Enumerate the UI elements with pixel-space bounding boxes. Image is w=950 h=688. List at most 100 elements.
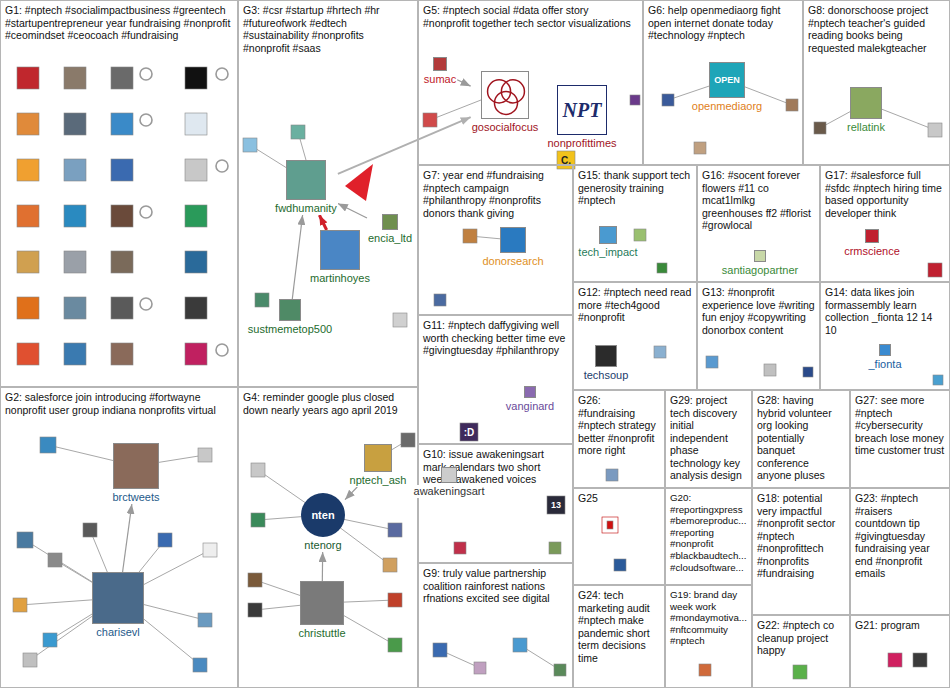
vertex-image <box>64 251 86 273</box>
vertex-image <box>454 542 466 554</box>
vertex-image <box>547 496 565 514</box>
vertex-image <box>793 665 807 679</box>
vertex-node: nptech_ash <box>349 444 408 487</box>
group-panel: G13: #nonprofit experience love #writing… <box>697 282 820 390</box>
group-heading: G19: brand day week work #mondaymotiva..… <box>670 589 747 647</box>
vertex-label: vanginard <box>505 400 555 413</box>
vertex-node: nonprofittimes <box>546 85 617 150</box>
vertex-image <box>634 229 646 241</box>
vertex-image <box>286 160 326 200</box>
group-panel: G22: #nptech co cleanup project happy <box>752 615 850 688</box>
self-loop <box>216 68 228 80</box>
vertex-image <box>64 67 86 89</box>
vertex-image <box>706 356 718 368</box>
vertex-image <box>850 87 882 119</box>
vertex-node: christuttle <box>297 581 346 640</box>
vertex-label: awakeningsart <box>413 485 486 498</box>
vertex-image <box>251 463 265 477</box>
vertex-image <box>17 159 39 181</box>
vertex-image <box>630 95 640 105</box>
vertex-image <box>185 297 207 319</box>
group-panel: G5: #nptech social #data offer story #no… <box>418 0 643 165</box>
vertex-image <box>185 113 207 135</box>
vertex-image <box>248 603 262 617</box>
vertex-node: vanginard <box>505 386 555 413</box>
vertex-image <box>865 229 879 243</box>
vertex-image <box>928 123 942 137</box>
vertex-node: techsoup <box>583 345 630 382</box>
vertex-image <box>48 553 62 567</box>
vertex-label: openmediaorg <box>691 100 763 113</box>
group-panel: G14: data likes join formassembly learn … <box>820 282 950 390</box>
vertex-image <box>251 513 265 527</box>
group-panel: G18: potential very impactful #nonprofit… <box>752 488 850 615</box>
vertex-image <box>654 346 666 358</box>
group-heading: G27: see more #nptech #cybersecurity bre… <box>855 394 945 457</box>
vertex-image <box>657 263 667 273</box>
vertex-image <box>699 664 711 676</box>
vertex-image <box>928 263 942 277</box>
vertex-image <box>291 125 305 139</box>
group-panel: G12: #nptech need read more #tech4good #… <box>573 282 697 390</box>
vertex-image <box>554 664 566 676</box>
vertex-label: donorsearch <box>481 255 544 268</box>
vertex-image <box>401 433 415 447</box>
group-heading: G6: help openmediaorg fight open interne… <box>648 4 798 42</box>
vertex-image <box>17 532 33 548</box>
group-heading: G28: having hybrid volunteer org looking… <box>757 394 845 482</box>
self-loop <box>140 114 152 126</box>
group-panel: G21: program <box>850 615 950 688</box>
vertex-image <box>111 251 133 273</box>
vertex-image <box>709 62 745 98</box>
vertex-node: tech_impact <box>577 226 638 259</box>
self-loop <box>216 160 228 172</box>
vertex-image <box>198 613 212 627</box>
group-heading: G12: #nptech need read more #tech4good #… <box>578 286 692 324</box>
vertex-node: santiagopartner <box>721 250 799 277</box>
self-loops <box>140 68 228 356</box>
self-loop <box>140 206 152 218</box>
vertex-images <box>17 67 207 365</box>
logo-text: :D <box>464 427 475 438</box>
group-panel: G11: #nptech daffygiving well worth chec… <box>418 315 573 444</box>
vertex-image <box>248 573 262 587</box>
group-panel: G24: tech marketing audit #nptech make p… <box>573 585 665 688</box>
vertex-label: sumac <box>423 73 457 86</box>
group-heading: G2: salesforce join introducing #fortway… <box>5 391 233 416</box>
vertex-image <box>888 653 902 667</box>
vertex-image-detail <box>607 521 613 529</box>
vertex-image <box>481 71 529 119</box>
group-panel: G25 <box>573 488 665 585</box>
group-heading: G14: data likes join formassembly learn … <box>825 286 945 336</box>
group-panel: G26: #fundraising #nptech strategy bette… <box>573 390 665 488</box>
group-heading: G15: thank support tech generosity train… <box>578 169 692 207</box>
group-panel: G9: truly value partnership coalition ra… <box>418 563 573 688</box>
vertex-image <box>83 523 97 537</box>
edge-line <box>292 215 302 299</box>
group-panel: G23: #nptech #raisers countdown tip #giv… <box>850 488 950 615</box>
vertex-image <box>64 205 86 227</box>
group-heading: G9: truly value partnership coalition ra… <box>423 567 568 605</box>
vertex-image <box>382 214 398 230</box>
vertex-image <box>388 523 402 537</box>
vertex-node: donorsearch <box>481 227 544 268</box>
group-panel: G16: #socent forever flowers #11 co mcat… <box>697 165 820 282</box>
group-panel: G3: #csr #startup #hrtech #hr #futureofw… <box>238 0 418 387</box>
edge-line <box>457 80 470 86</box>
edge-line <box>322 552 324 581</box>
vertex-image <box>113 443 159 489</box>
group-heading: G17: #salesforce full #sfdc #nptech hiri… <box>825 169 945 219</box>
edge-line <box>338 203 367 218</box>
vertex-image <box>694 142 706 154</box>
vertex-node: charisevl <box>92 572 144 639</box>
vertex-image <box>111 343 133 365</box>
vertex-image <box>474 662 486 674</box>
group-heading: G24: tech marketing audit #nptech make p… <box>578 589 660 664</box>
vertex-image <box>92 572 144 624</box>
vertex-image <box>185 343 207 365</box>
vertex-image <box>513 638 527 652</box>
vertex-node: sumac <box>423 57 457 86</box>
logo-text: 13 <box>551 500 561 510</box>
vertex-image <box>40 437 56 453</box>
vertex-image <box>64 343 86 365</box>
